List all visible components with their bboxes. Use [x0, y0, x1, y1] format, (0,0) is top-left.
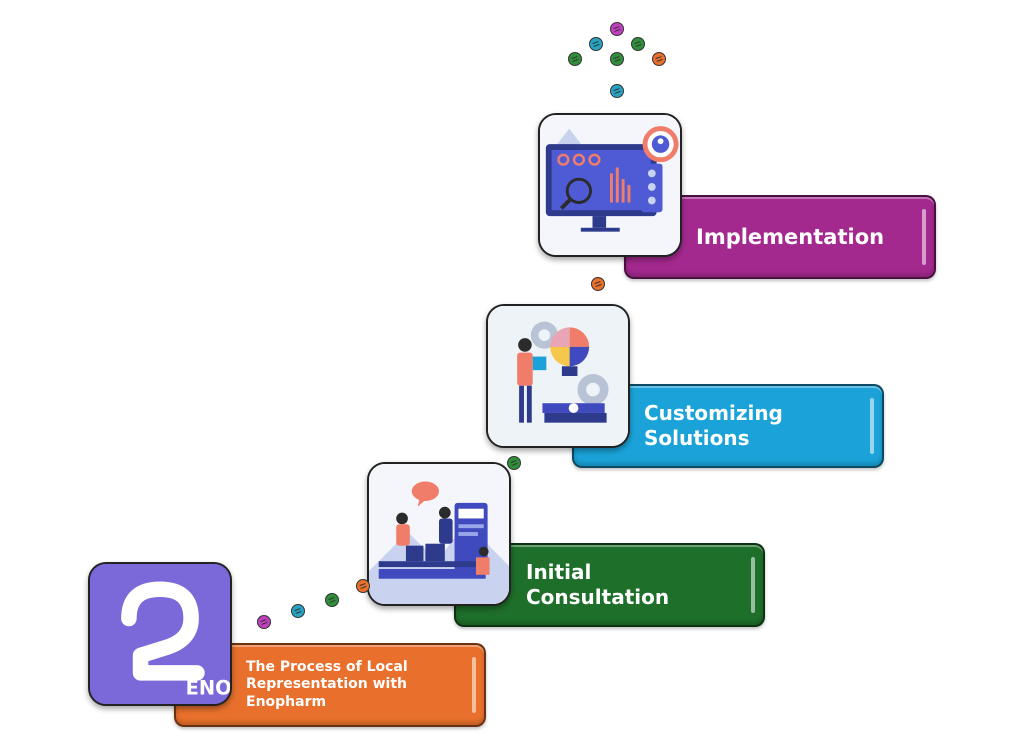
- logo-text: ENO: [186, 676, 230, 699]
- logo-card: ENO: [88, 562, 232, 706]
- connector-dot: [507, 456, 521, 470]
- arrow-dot: [652, 52, 666, 66]
- arrow-dot: [589, 37, 603, 51]
- step-label-customizing-solutions: Customizing Solutions: [644, 401, 783, 450]
- consultation-card: [367, 462, 511, 606]
- arrow-dot: [631, 37, 645, 51]
- step-label-implementation: Implementation: [696, 224, 885, 249]
- connector-dot: [291, 604, 305, 618]
- connector-dot: [257, 615, 271, 629]
- arrow-dot: [610, 84, 624, 98]
- arrow-dot: [610, 22, 624, 36]
- solutions-card: [486, 304, 630, 448]
- connector-dot: [356, 579, 370, 593]
- analytics-dashboard-icon: [540, 115, 680, 255]
- arrow-dot: [610, 52, 624, 66]
- step-label-process: The Process of Local Representation with…: [246, 658, 408, 710]
- connector-dot: [591, 277, 605, 291]
- arrow-dot: [568, 52, 582, 66]
- step-label-initial-consultation: Initial Consultation: [526, 560, 670, 609]
- dashboard-card: [538, 113, 682, 257]
- eno-logo-icon: ENO: [90, 564, 230, 704]
- consultation-illustration-icon: [369, 464, 509, 604]
- connector-dot: [325, 593, 339, 607]
- solutions-illustration-icon: [488, 306, 628, 446]
